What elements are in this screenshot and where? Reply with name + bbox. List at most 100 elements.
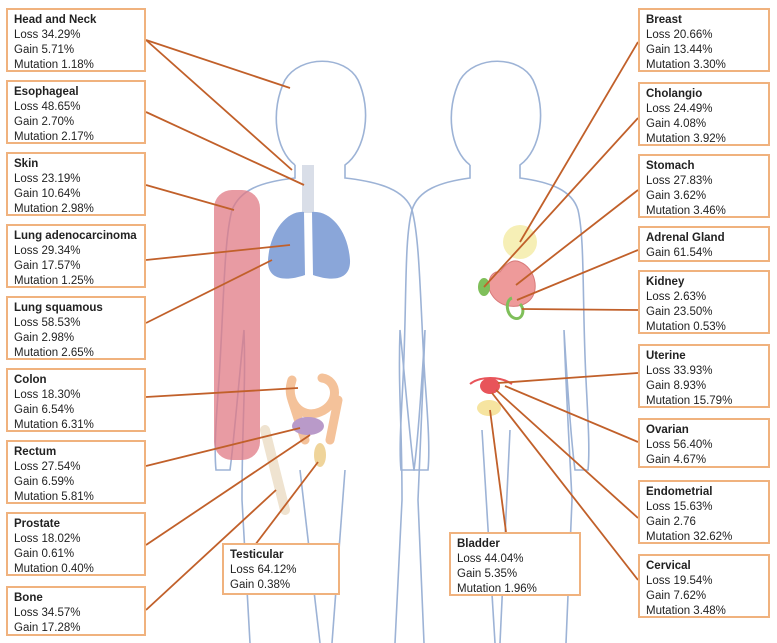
- label-row: Mutation 2.98%: [14, 203, 94, 215]
- label-row: Mutation 32.62%: [646, 531, 733, 543]
- leader-prostate: [145, 434, 311, 546]
- label-title: Esophageal: [14, 86, 79, 98]
- label-title: Breast: [646, 14, 682, 26]
- leader-cervical: [491, 392, 639, 581]
- label-bladder: Bladder Loss 44.04% Gain 5.35% Mutation …: [449, 532, 581, 596]
- label-row: Loss 58.53%: [14, 317, 81, 329]
- label-row: Mutation 2.65%: [14, 347, 94, 359]
- leader-kidney: [521, 308, 639, 311]
- label-row: Gain 8.93%: [646, 380, 707, 392]
- leader-uterine: [497, 372, 639, 384]
- label-row: Gain 17.28%: [14, 622, 81, 634]
- label-row: Loss 18.30%: [14, 389, 81, 401]
- leader-adrenal-gland: [516, 249, 639, 301]
- label-row: Loss 2.63%: [646, 291, 707, 303]
- label-row: Gain 13.44%: [646, 44, 713, 56]
- leader-lung-adenocarcinoma: [145, 244, 291, 261]
- label-row: Gain 3.62%: [646, 190, 707, 202]
- label-row: Mutation 1.96%: [457, 583, 537, 595]
- label-colon: Colon Loss 18.30% Gain 6.54% Mutation 6.…: [6, 368, 146, 432]
- label-row: Gain 23.50%: [646, 306, 713, 318]
- leader-endometrial: [495, 389, 639, 519]
- leader-lines: [145, 39, 639, 611]
- label-title: Colon: [14, 374, 47, 386]
- label-row: Loss 20.66%: [646, 29, 713, 41]
- label-row: Loss 33.93%: [646, 365, 713, 377]
- label-row: Loss 64.12%: [230, 564, 297, 576]
- label-adrenal-gland: Adrenal Gland Gain 61.54%: [638, 226, 770, 262]
- leader-skin: [145, 184, 235, 211]
- label-lung-squamous: Lung squamous Loss 58.53% Gain 2.98% Mut…: [6, 296, 146, 360]
- label-stomach: Stomach Loss 27.83% Gain 3.62% Mutation …: [638, 154, 770, 218]
- leader-colon: [145, 387, 299, 398]
- label-title: Lung adenocarcinoma: [14, 230, 137, 242]
- label-row: Loss 27.83%: [646, 175, 713, 187]
- lungs-graphic: [267, 211, 351, 279]
- label-row: Loss 29.34%: [14, 245, 81, 257]
- label-row: Gain 6.54%: [14, 404, 75, 416]
- label-row: Loss 48.65%: [14, 101, 81, 113]
- trachea-graphic: [302, 165, 314, 213]
- skin-arm-graphic: [214, 190, 260, 460]
- label-row: Gain 4.67%: [646, 454, 707, 466]
- label-title: Uterine: [646, 350, 686, 362]
- leader-ovarian: [504, 385, 639, 443]
- label-row: Gain 0.61%: [14, 548, 75, 560]
- uterus-graphic: [480, 378, 500, 394]
- label-row: Gain 5.71%: [14, 44, 75, 56]
- label-cervical: Cervical Loss 19.54% Gain 7.62% Mutation…: [638, 554, 770, 618]
- label-title: Ovarian: [646, 424, 689, 436]
- label-row: Gain 0.38%: [230, 579, 291, 591]
- label-row: Gain 17.57%: [14, 260, 81, 272]
- leader-breast: [519, 41, 639, 243]
- label-cholangio: Cholangio Loss 24.49% Gain 4.08% Mutatio…: [638, 82, 770, 146]
- label-endometrial: Endometrial Loss 15.63% Gain 2.76 Mutati…: [638, 480, 770, 544]
- label-row: Mutation 3.92%: [646, 133, 726, 145]
- label-row: Gain 7.62%: [646, 590, 707, 602]
- label-breast: Breast Loss 20.66% Gain 13.44% Mutation …: [638, 8, 770, 72]
- leader-esophageal: [145, 111, 305, 186]
- label-row: Mutation 3.46%: [646, 205, 726, 217]
- label-row: Loss 27.54%: [14, 461, 81, 473]
- label-title: Head and Neck: [14, 14, 97, 26]
- label-row: Mutation 1.25%: [14, 275, 94, 287]
- label-esophageal: Esophageal Loss 48.65% Gain 2.70% Mutati…: [6, 80, 146, 144]
- label-row: Gain 2.98%: [14, 332, 75, 344]
- label-bone: Bone Loss 34.57% Gain 17.28%: [6, 586, 146, 636]
- label-title: Rectum: [14, 446, 57, 458]
- label-row: Mutation 5.81%: [14, 491, 94, 503]
- label-head-and-neck: Head and Neck Loss 34.29% Gain 5.71% Mut…: [6, 8, 146, 72]
- label-row: Loss 34.57%: [14, 607, 81, 619]
- leader-rectum: [145, 427, 301, 467]
- label-title: Prostate: [14, 518, 61, 530]
- label-row: Gain 5.35%: [457, 568, 518, 580]
- label-row: Mutation 6.31%: [14, 419, 94, 431]
- label-testicular: Testicular Loss 64.12% Gain 0.38%: [222, 543, 340, 595]
- leader-cholangio: [483, 117, 639, 288]
- label-lung-adenocarcinoma: Lung adenocarcinoma Loss 29.34% Gain 17.…: [6, 224, 146, 288]
- label-title: Bone: [14, 592, 43, 604]
- leader-head-and-neck-1: [145, 39, 291, 89]
- bladder-graphic: [477, 400, 501, 416]
- label-row: Gain 6.59%: [14, 476, 75, 488]
- label-row: Loss 15.63%: [646, 501, 713, 513]
- bone-graphic: [260, 425, 290, 515]
- label-kidney: Kidney Loss 2.63% Gain 23.50% Mutation 0…: [638, 270, 770, 334]
- label-row: Gain 10.64%: [14, 188, 81, 200]
- label-title: Lung squamous: [14, 302, 103, 314]
- label-rectum: Rectum Loss 27.54% Gain 6.59% Mutation 5…: [6, 440, 146, 504]
- testicle-graphic: [314, 443, 326, 467]
- leader-lung-squamous: [145, 259, 273, 324]
- label-ovarian: Ovarian Loss 56.40% Gain 4.67%: [638, 418, 770, 468]
- leader-bone: [145, 489, 277, 611]
- label-row: Mutation 0.40%: [14, 563, 94, 575]
- label-uterine: Uterine Loss 33.93% Gain 8.93% Mutation …: [638, 344, 770, 408]
- label-row: Gain 4.08%: [646, 118, 707, 130]
- label-row: Mutation 3.30%: [646, 59, 726, 71]
- label-title: Adrenal Gland: [646, 232, 725, 244]
- label-row: Gain 2.70%: [14, 116, 75, 128]
- label-title: Testicular: [230, 549, 284, 561]
- label-row: Loss 18.02%: [14, 533, 81, 545]
- label-title: Cholangio: [646, 88, 703, 100]
